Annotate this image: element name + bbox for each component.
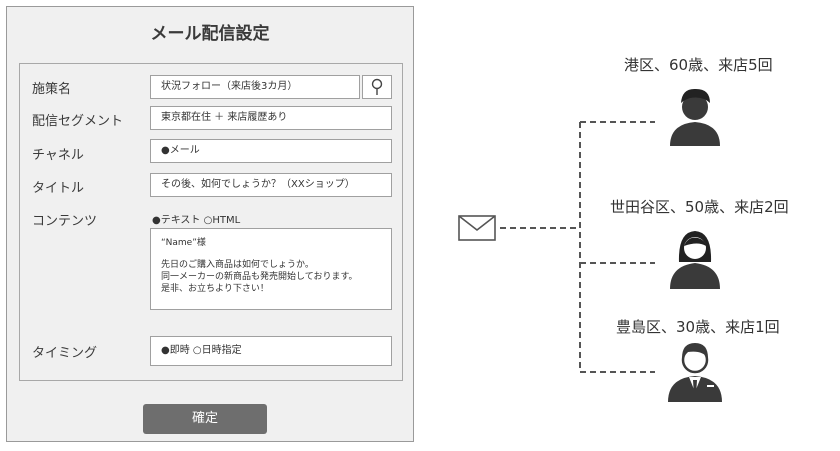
person-short-hair-icon	[670, 88, 720, 146]
content-line: 同一メーカーの新商品も発売開始しております。	[161, 272, 358, 282]
envelope-icon	[458, 215, 496, 241]
content-format-radio[interactable]: ●テキスト ○HTML	[152, 215, 241, 226]
recipient-label: 港区、60歳、来店5回	[624, 56, 773, 74]
segment-label: 配信セグメント	[32, 114, 124, 129]
channel-label: チャネル	[32, 148, 84, 163]
mail-settings-panel: メール配信設定 施策名 状況フォロー（来店後3カ月） 配信セグメント 東京都在住…	[6, 6, 414, 442]
title-label: タイトル	[32, 181, 85, 196]
person-suit-icon	[668, 343, 722, 402]
person-woman-icon	[670, 231, 720, 289]
segment-input[interactable]: 東京都在住 ＋ 来店履歴あり	[150, 106, 392, 130]
confirm-button[interactable]: 確定	[143, 404, 267, 434]
campaign-label: 施策名	[32, 82, 72, 97]
search-icon	[371, 78, 383, 95]
search-button[interactable]	[362, 75, 392, 99]
connector-lines	[500, 121, 655, 373]
settings-form: 施策名 状況フォロー（来店後3カ月） 配信セグメント 東京都在住 ＋ 来店履歴あ…	[19, 63, 403, 381]
recipient-label: 豊島区、30歳、来店1回	[616, 318, 780, 336]
timing-input[interactable]: ●即時 ○日時指定	[150, 336, 392, 366]
content-textarea[interactable]: “Name”様 先日のご購入商品は如何でしょうか。 同一メーカーの新商品も発売開…	[150, 228, 392, 310]
timing-label: タイミング	[32, 346, 98, 361]
content-line: 是非、お立ちより下さい！	[161, 284, 269, 294]
channel-input[interactable]: ●メール	[150, 139, 392, 163]
title-input[interactable]: その後、如何でしょうか？（XXショップ）	[150, 173, 392, 197]
campaign-input[interactable]: 状況フォロー（来店後3カ月）	[150, 75, 360, 99]
content-line: 先日のご購入商品は如何でしょうか。	[161, 260, 314, 270]
content-label: コンテンツ	[32, 214, 98, 229]
content-line: “Name”様	[161, 238, 206, 248]
panel-title: メール配信設定	[150, 24, 270, 44]
recipient-label: 世田谷区、50歳、来店2回	[610, 198, 789, 216]
